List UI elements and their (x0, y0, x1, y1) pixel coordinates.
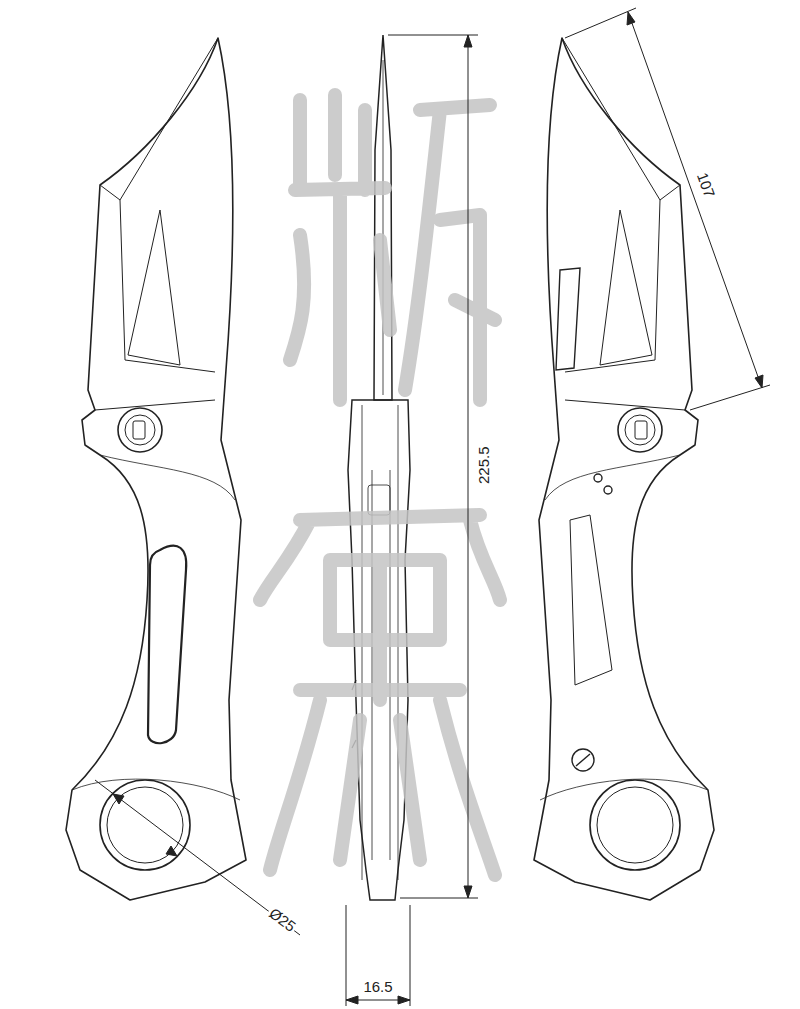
dimension-text: 107 (693, 169, 718, 202)
seal-watermark (260, 95, 500, 875)
knife-right (534, 38, 714, 900)
handle-slot (148, 546, 186, 743)
dimension-text: 16.5 (361, 979, 394, 996)
dimension-lines (95, 8, 770, 1006)
dimension-text: 225.5 (476, 444, 493, 486)
knife-left (66, 38, 246, 900)
right-details (556, 268, 612, 771)
